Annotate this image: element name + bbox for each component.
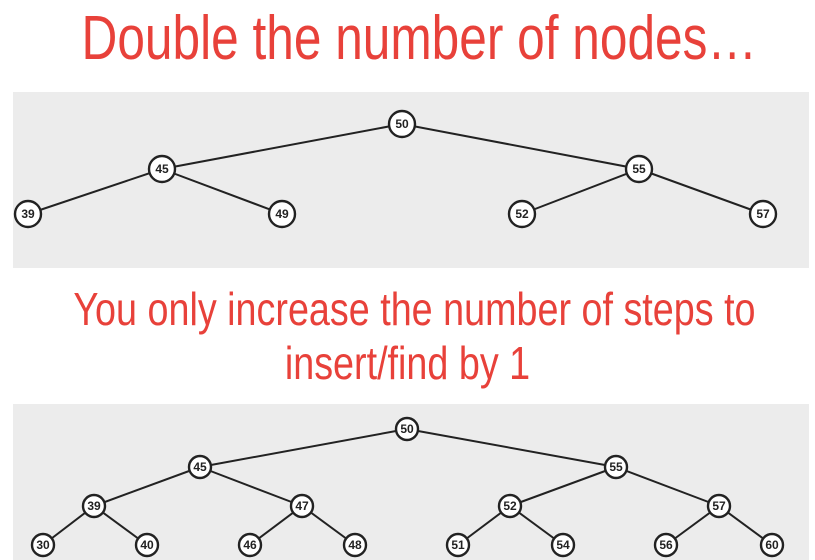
- node-circle: [653, 532, 679, 558]
- tree-node-54: 54: [550, 532, 576, 558]
- subtitle-line-1: You only increase the number of steps to: [73, 283, 756, 335]
- node-label: 47: [295, 499, 309, 513]
- tree-node-50: 50: [387, 109, 417, 139]
- tree-edge-45-39: [27, 168, 163, 215]
- node-label: 39: [21, 207, 35, 221]
- node-circle: [748, 199, 778, 229]
- tree-node-55: 55: [624, 154, 654, 184]
- node-circle: [445, 532, 471, 558]
- node-label: 50: [400, 422, 414, 436]
- tree-edge-55-52: [509, 466, 617, 507]
- small-tree-diagram: 50 45 55 39 49 52 57: [13, 109, 778, 229]
- tree-node-30: 30: [30, 532, 56, 558]
- tree-node-46: 46: [237, 532, 263, 558]
- node-circle: [603, 454, 629, 480]
- node-label: 52: [515, 207, 529, 221]
- node-label: 49: [275, 207, 289, 221]
- subtitle: You only increase the number of steps to…: [73, 282, 756, 390]
- large-tree-diagram: 50 45 55 39 47 52 57 30 40 46 48 51 54 56 60: [30, 416, 785, 558]
- node-circle: [187, 454, 213, 480]
- node-circle: [134, 532, 160, 558]
- node-label: 50: [395, 117, 409, 131]
- node-circle: [289, 493, 315, 519]
- tree-node-39: 39: [13, 199, 43, 229]
- tree-node-56: 56: [653, 532, 679, 558]
- node-circle: [624, 154, 654, 184]
- tree-node-50: 50: [394, 416, 420, 442]
- node-circle: [342, 532, 368, 558]
- node-label: 51: [451, 538, 465, 552]
- tree-edge-55-57: [638, 168, 764, 215]
- tree-edge-55-52: [521, 168, 640, 215]
- node-label: 57: [712, 499, 726, 513]
- tree-node-48: 48: [342, 532, 368, 558]
- node-circle: [759, 532, 785, 558]
- tree-node-51: 51: [445, 532, 471, 558]
- node-circle: [267, 199, 297, 229]
- node-label: 45: [155, 162, 169, 176]
- node-label: 45: [193, 460, 207, 474]
- tree-edge-45-47: [199, 466, 303, 507]
- tree-edge-45-39: [93, 466, 201, 507]
- node-label: 52: [503, 499, 517, 513]
- node-circle: [13, 199, 43, 229]
- tree-node-40: 40: [134, 532, 160, 558]
- node-circle: [237, 532, 263, 558]
- node-label: 48: [348, 538, 362, 552]
- node-label: 30: [36, 538, 50, 552]
- tree-node-49: 49: [267, 199, 297, 229]
- node-label: 55: [632, 162, 646, 176]
- tree-edge-45-49: [161, 168, 283, 215]
- tree-edge-50-45: [161, 123, 403, 170]
- node-circle: [387, 109, 417, 139]
- large-tree-panel: 50 45 55 39 47 52 57 30 40 46 48 51 54 56 60: [13, 404, 809, 560]
- node-circle: [147, 154, 177, 184]
- tree-node-45: 45: [187, 454, 213, 480]
- node-label: 60: [765, 538, 779, 552]
- tree-node-57: 57: [706, 493, 732, 519]
- tree-node-47: 47: [289, 493, 315, 519]
- node-circle: [81, 493, 107, 519]
- node-label: 55: [609, 460, 623, 474]
- tree-edge-55-57: [615, 466, 720, 507]
- node-circle: [507, 199, 537, 229]
- node-circle: [30, 532, 56, 558]
- node-label: 40: [140, 538, 154, 552]
- page-title: Double the number of nodes…: [81, 4, 758, 73]
- node-circle: [394, 416, 420, 442]
- tree-edge-50-45: [199, 428, 408, 468]
- tree-node-55: 55: [603, 454, 629, 480]
- tree-edge-50-55: [401, 123, 640, 170]
- tree-node-45: 45: [147, 154, 177, 184]
- node-circle: [706, 493, 732, 519]
- node-label: 57: [756, 207, 770, 221]
- node-label: 54: [556, 538, 570, 552]
- node-label: 46: [243, 538, 257, 552]
- tree-node-52: 52: [507, 199, 537, 229]
- tree-node-60: 60: [759, 532, 785, 558]
- tree-node-39: 39: [81, 493, 107, 519]
- subtitle-line-2: insert/find by 1: [284, 337, 531, 389]
- node-label: 39: [87, 499, 101, 513]
- small-tree-panel: 50 45 55 39 49 52 57: [13, 92, 809, 268]
- node-circle: [550, 532, 576, 558]
- tree-edge-50-55: [406, 428, 617, 468]
- node-circle: [497, 493, 523, 519]
- node-label: 56: [659, 538, 673, 552]
- tree-node-57: 57: [748, 199, 778, 229]
- tree-node-52: 52: [497, 493, 523, 519]
